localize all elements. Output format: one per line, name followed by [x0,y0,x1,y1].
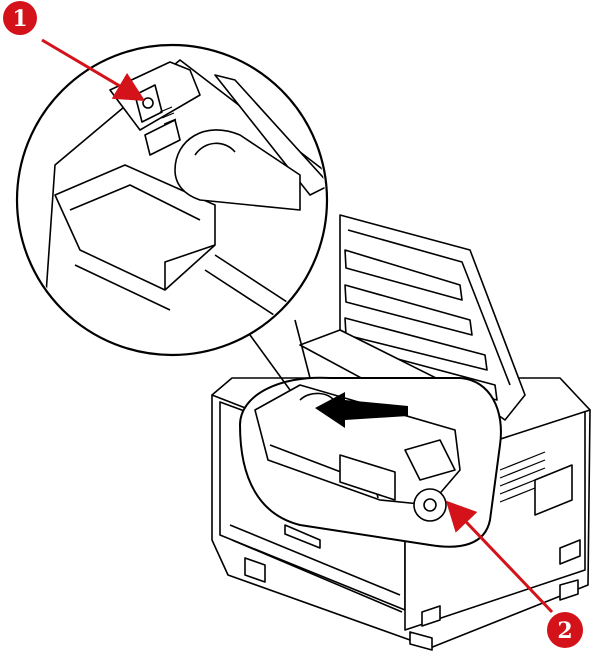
magnifier-circle-icon [17,45,330,390]
callout-1-number: 1 [12,6,27,32]
callout-2-number: 2 [557,618,572,644]
